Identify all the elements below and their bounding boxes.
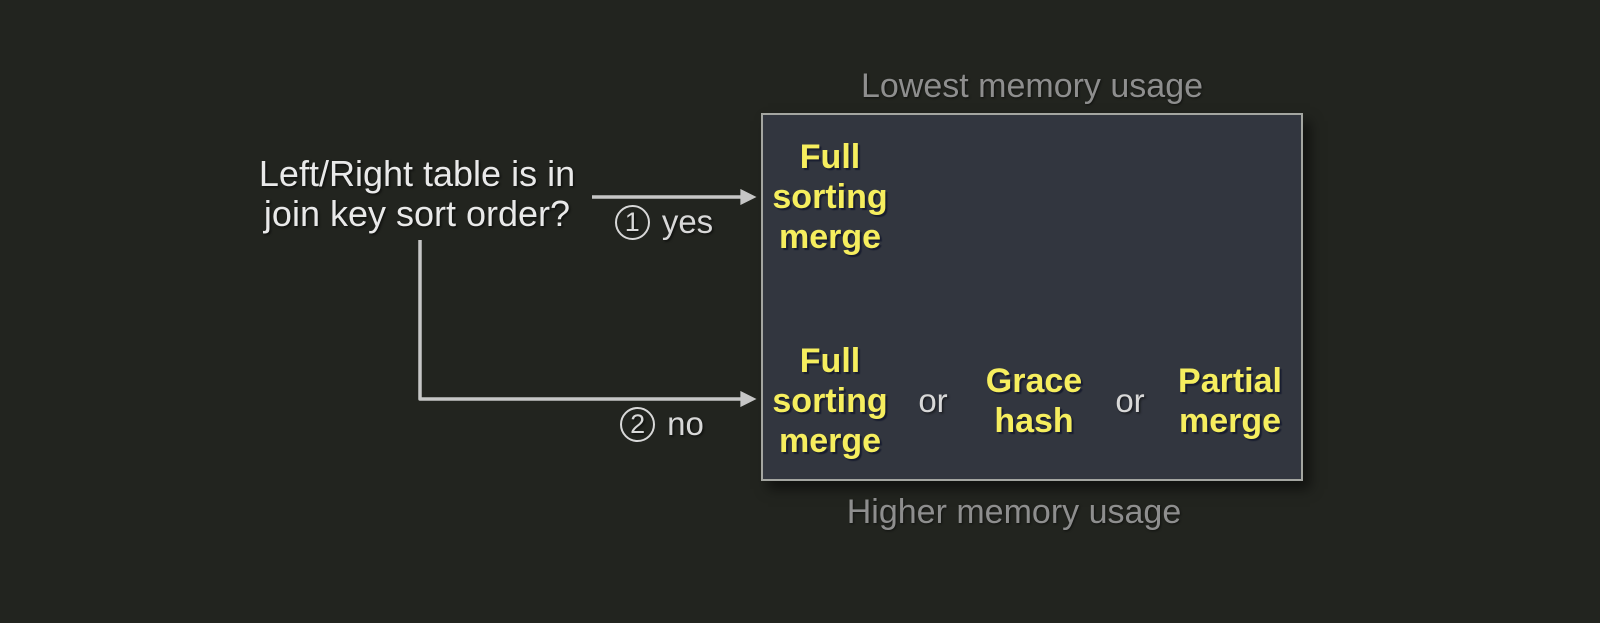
option-partial-merge: Partial merge [1155, 361, 1305, 441]
option-grace-hash: Grace hash [964, 361, 1104, 441]
option-line: Partial [1178, 362, 1282, 400]
option-line: merge [1178, 402, 1282, 440]
option-line: Full [799, 138, 861, 176]
option-full-sorting-merge-unsorted: Full sorting merge [770, 341, 890, 461]
branch-label-no: 2 no [582, 404, 742, 444]
option-line: merge [778, 218, 882, 256]
label-lowest-memory: Lowest memory usage [860, 67, 1204, 105]
option-line: Full [799, 342, 861, 380]
question-line-1: Left/Right table is in [258, 153, 576, 194]
branch-label-yes: 1 yes [584, 202, 744, 242]
or-separator-2: or [1115, 382, 1145, 419]
option-full-sorting-merge-sorted: Full sorting merge [770, 137, 890, 257]
circled-number-1-icon: 1 [614, 204, 650, 240]
option-line: sorting [772, 382, 888, 420]
arrow-no-line [418, 240, 757, 408]
label-higher-memory: Higher memory usage [846, 493, 1182, 531]
or-separator-1: or [918, 382, 948, 419]
question-text: Left/Right table is in join key sort ord… [227, 154, 607, 234]
branch-yes-text: yes [661, 203, 714, 240]
question-line-2: join key sort order? [263, 193, 571, 234]
branch-no-text: no [667, 405, 704, 442]
option-line: merge [778, 422, 882, 460]
option-line: sorting [772, 178, 888, 216]
join-algorithms-box: Full sorting merge Full sorting merge or… [761, 113, 1303, 481]
branch-yes-number: 1 [624, 206, 640, 237]
option-line: Grace [985, 362, 1083, 400]
option-line: hash [994, 402, 1074, 440]
branch-no-number: 2 [630, 408, 646, 439]
circled-number-2-icon: 2 [620, 406, 656, 442]
